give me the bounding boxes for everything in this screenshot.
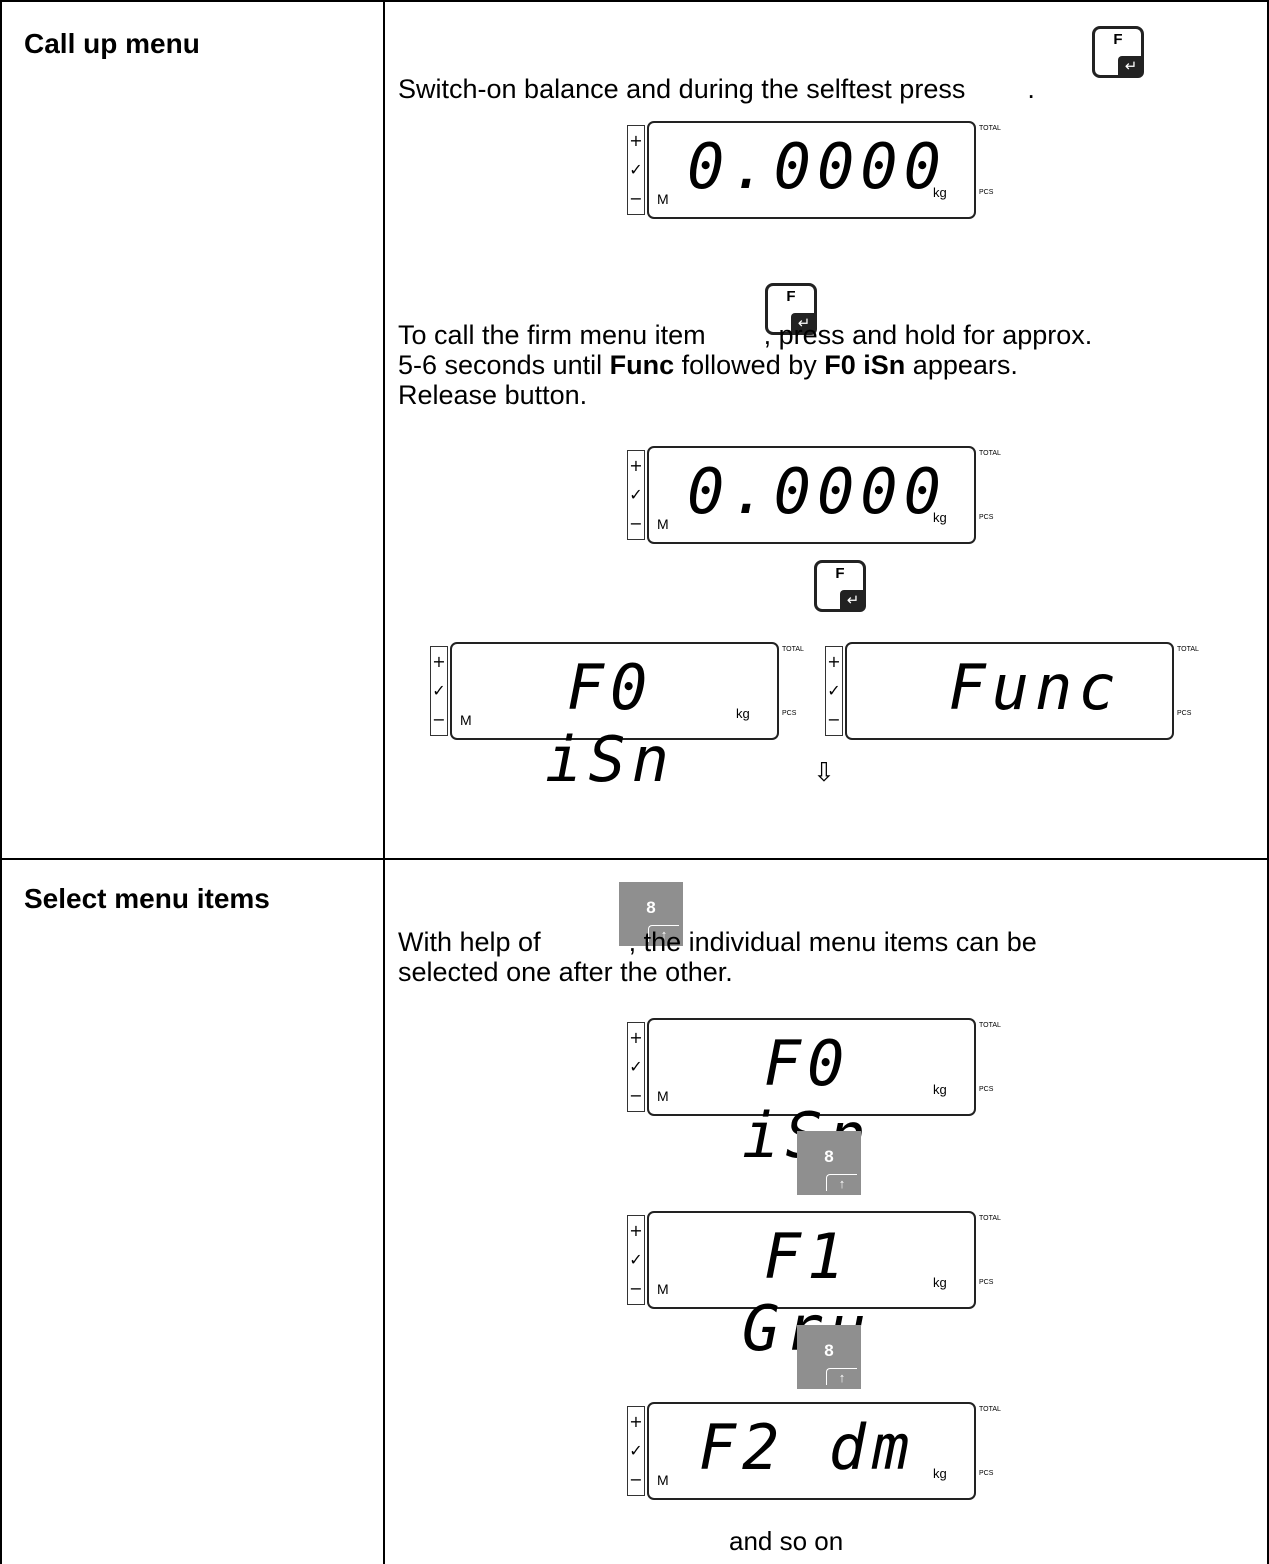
indicator-column: +✓− bbox=[430, 646, 448, 736]
display-value: F0 iSn bbox=[545, 651, 675, 796]
row-label-select-menu-items: Select menu items bbox=[24, 883, 270, 914]
display-value: Func bbox=[948, 651, 1122, 724]
lcd-display: +✓− 0.0000 M kg TOTAL PCS bbox=[627, 121, 1002, 219]
lcd-display: +✓− F0 iSn M kg TOTAL PCS bbox=[627, 1018, 1002, 1172]
instruction-call-firm-menu: To call the firm menu item, press and ho… bbox=[398, 320, 1093, 410]
indicator-column: +✓− bbox=[825, 646, 843, 736]
instruction-switch-on: Switch-on balance and during the selftes… bbox=[398, 74, 1035, 104]
display-value: F2 dm bbox=[698, 1411, 916, 1484]
lcd-display: +✓− F0 iSn M kg TOTAL PCS bbox=[430, 642, 805, 796]
up-arrow-key-icon: 8↑ bbox=[797, 1131, 861, 1195]
table-left-border bbox=[0, 0, 2, 1564]
f-enter-key-icon: F↵ bbox=[814, 560, 866, 612]
display-value: F1 Gru bbox=[742, 1220, 866, 1365]
f-enter-key-icon: F↵ bbox=[1092, 26, 1144, 78]
display-value: F0 iSn bbox=[742, 1027, 866, 1172]
f-enter-key-icon: F↵ bbox=[765, 283, 817, 335]
lcd-display: +✓− F1 Gru M kg TOTAL PCS bbox=[627, 1211, 1002, 1365]
down-arrow-icon: ⇩ bbox=[813, 758, 835, 788]
table-top-border bbox=[0, 0, 1269, 2]
lcd-display: +✓− 0.0000 M kg TOTAL PCS bbox=[627, 446, 1002, 544]
column-divider bbox=[383, 0, 385, 1564]
display-value: 0.0000 bbox=[687, 130, 947, 203]
instruction-select-items: With help of, the individual menu items … bbox=[398, 927, 1037, 987]
indicator-column: +✓− bbox=[627, 450, 645, 540]
up-arrow-key-icon: 8↑ bbox=[797, 1325, 861, 1389]
row-label-call-up-menu: Call up menu bbox=[24, 28, 200, 59]
indicator-column: +✓− bbox=[627, 1406, 645, 1496]
footer-and-so-on: and so on bbox=[729, 1526, 844, 1556]
display-value: 0.0000 bbox=[687, 455, 947, 528]
lcd-display: +✓− F2 dm M kg TOTAL PCS bbox=[627, 1402, 1002, 1500]
row-divider bbox=[0, 858, 1269, 860]
table-right-border bbox=[1267, 0, 1269, 1564]
up-arrow-key-icon: 8↑ bbox=[619, 882, 683, 946]
indicator-column: +✓− bbox=[627, 1022, 645, 1112]
lcd-display: +✓− Func TOTAL PCS bbox=[825, 642, 1200, 740]
indicator-column: +✓− bbox=[627, 125, 645, 215]
indicator-column: +✓− bbox=[627, 1215, 645, 1305]
